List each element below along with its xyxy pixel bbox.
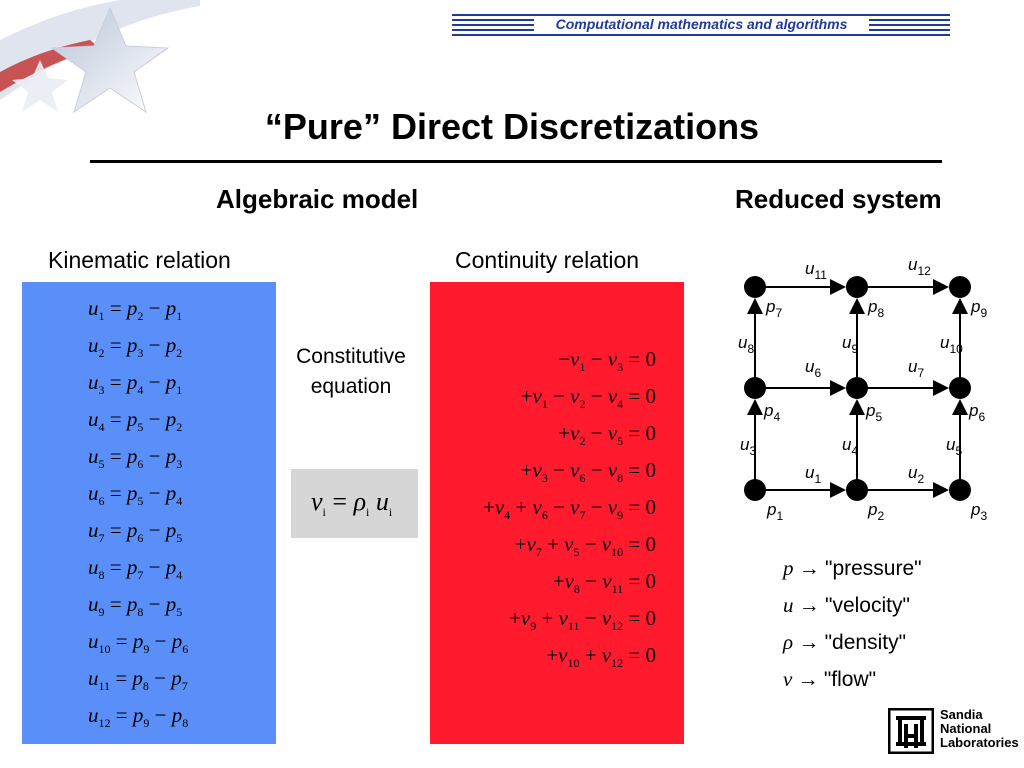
- edge-label: u12: [908, 255, 931, 278]
- kinematic-equation: u4 = p5 − p2: [88, 407, 183, 435]
- logo-line-2: National: [940, 721, 992, 736]
- graph-node: [846, 377, 868, 399]
- continuity-equation: +v7 + v5 − v10 = 0: [514, 532, 656, 560]
- kinematic-equation: u8 = p7 − p4: [88, 555, 183, 583]
- legend-row: ρ → "density": [783, 630, 906, 655]
- node-label: p5: [865, 401, 882, 424]
- node-label: p2: [867, 500, 884, 523]
- continuity-equation: +v1 − v2 − v4 = 0: [520, 384, 656, 412]
- logo-line-3: Laboratories: [940, 735, 1019, 750]
- star-emblem-icon: [0, 0, 200, 114]
- header-banner: Computational mathematics and algorithms: [452, 12, 950, 38]
- graph-node: [949, 377, 971, 399]
- node-label: p4: [763, 401, 780, 424]
- kinematic-equation: u11 = p8 − p7: [88, 666, 188, 694]
- kinematic-equation: u7 = p6 − p5: [88, 518, 183, 546]
- graph-node: [744, 276, 766, 298]
- graph-node: [744, 479, 766, 501]
- title-divider: [90, 160, 942, 163]
- kinematic-equation: u6 = p5 − p4: [88, 481, 183, 509]
- kinematic-equation: u9 = p8 − p5: [88, 592, 183, 620]
- node-label: p9: [970, 297, 987, 320]
- banner-title: Computational mathematics and algorithms: [534, 16, 869, 32]
- continuity-label: Continuity relation: [455, 247, 640, 273]
- edge-label: u6: [805, 357, 821, 380]
- continuity-equation: −v1 − v3 = 0: [558, 347, 656, 375]
- legend-symbol: ρ →: [783, 630, 825, 654]
- kinematic-label: Kinematic relation: [48, 247, 231, 273]
- legend-row: v → "flow": [783, 667, 876, 692]
- edge-label: u11: [805, 259, 827, 282]
- constitutive-box: vi = ρi ui: [291, 469, 418, 538]
- constitutive-equation: vi = ρi ui: [311, 487, 393, 520]
- legend-meaning: "velocity": [825, 594, 910, 617]
- continuity-equation: +v10 + v12 = 0: [546, 643, 656, 671]
- reduced-system-graph: p1 p2 p3 p4 p5 p6 p7 p8 p9 u1 u2 u3 u4 u5 u6 u7 u8 u9 u10 u…: [738, 255, 987, 523]
- continuity-box: [430, 282, 684, 744]
- edge-label: u7: [908, 357, 924, 380]
- continuity-equation: +v2 − v5 = 0: [558, 421, 656, 449]
- kinematic-equation: u2 = p3 − p2: [88, 333, 183, 361]
- logo-line-1: Sandia: [940, 707, 983, 722]
- algebraic-model-heading: Algebraic model: [216, 184, 419, 214]
- legend-meaning: "flow": [823, 668, 877, 691]
- sandia-logo: Sandia National Laboratories: [886, 706, 1019, 758]
- legend-symbol: u →: [783, 593, 825, 617]
- graph-node: [846, 479, 868, 501]
- edge-label: u3: [740, 435, 756, 458]
- graph-node: [949, 276, 971, 298]
- thunderbird-logo-icon: [888, 708, 934, 754]
- edge-label: u2: [908, 463, 924, 486]
- continuity-equation: +v4 + v6 − v7 − v9 = 0: [482, 495, 656, 523]
- graph-node: [744, 377, 766, 399]
- edge-label: u8: [738, 333, 754, 356]
- edge-label: u10: [940, 333, 963, 356]
- continuity-equation: +v9 + v11 − v12 = 0: [509, 606, 656, 634]
- legend-row: p → "pressure": [783, 556, 922, 581]
- kinematic-box: [22, 282, 276, 744]
- reduced-system-heading: Reduced system: [735, 184, 942, 214]
- edge-label: u5: [946, 435, 962, 458]
- node-label: p8: [867, 297, 884, 320]
- legend-meaning: "pressure": [825, 557, 922, 580]
- node-label: p1: [766, 500, 783, 523]
- legend-row: u → "velocity": [783, 593, 910, 618]
- kinematic-equation: u12 = p9 − p8: [88, 703, 189, 731]
- edge-label: u1: [805, 463, 821, 486]
- node-label: p6: [968, 401, 985, 424]
- kinematic-equation: u3 = p4 − p1: [88, 370, 183, 398]
- continuity-equation: +v8 − v11 = 0: [552, 569, 656, 597]
- node-label: p3: [970, 500, 987, 523]
- legend-symbol: p →: [783, 556, 825, 580]
- page-title: “Pure” Direct Discretizations: [264, 106, 760, 147]
- edge-label: u9: [842, 333, 858, 356]
- edge-label: u4: [842, 435, 858, 458]
- graph-node: [949, 479, 971, 501]
- node-label: p7: [765, 297, 782, 320]
- kinematic-equation: u5 = p6 − p3: [88, 444, 183, 472]
- kinematic-equation: u10 = p9 − p6: [88, 629, 189, 657]
- legend-meaning: "density": [824, 631, 907, 654]
- constitutive-label: Constitutive equation: [296, 345, 406, 398]
- continuity-equation: +v3 − v6 − v8 = 0: [520, 458, 656, 486]
- kinematic-equation: u1 = p2 − p1: [88, 296, 183, 324]
- legend-symbol: v →: [783, 667, 824, 691]
- graph-node: [846, 276, 868, 298]
